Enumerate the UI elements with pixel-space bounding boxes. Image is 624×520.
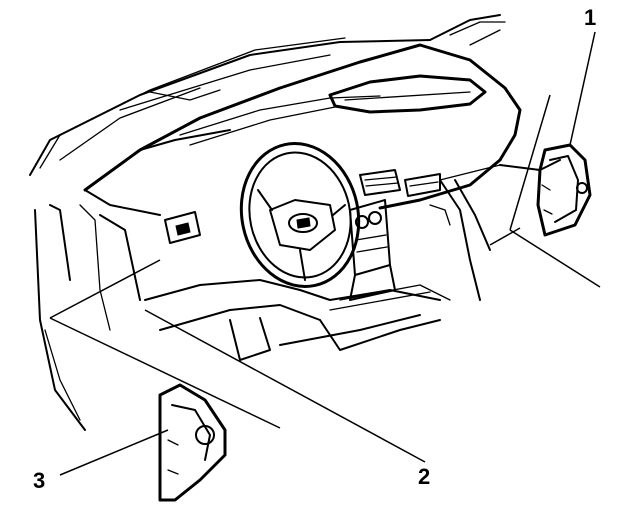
steering-wheel bbox=[239, 142, 361, 288]
detail-view-1 bbox=[489, 94, 601, 288]
callout-1: 1 bbox=[584, 5, 597, 30]
callout-2: 2 bbox=[418, 464, 431, 489]
dashboard-panel bbox=[83, 43, 522, 244]
callout-3: 3 bbox=[33, 468, 46, 493]
detail-view-3 bbox=[49, 259, 281, 502]
center-stack bbox=[349, 199, 396, 301]
left-pillar bbox=[34, 204, 141, 431]
windshield-frame bbox=[29, 14, 506, 176]
callout-leaders bbox=[59, 31, 596, 476]
floor-console bbox=[144, 279, 451, 361]
